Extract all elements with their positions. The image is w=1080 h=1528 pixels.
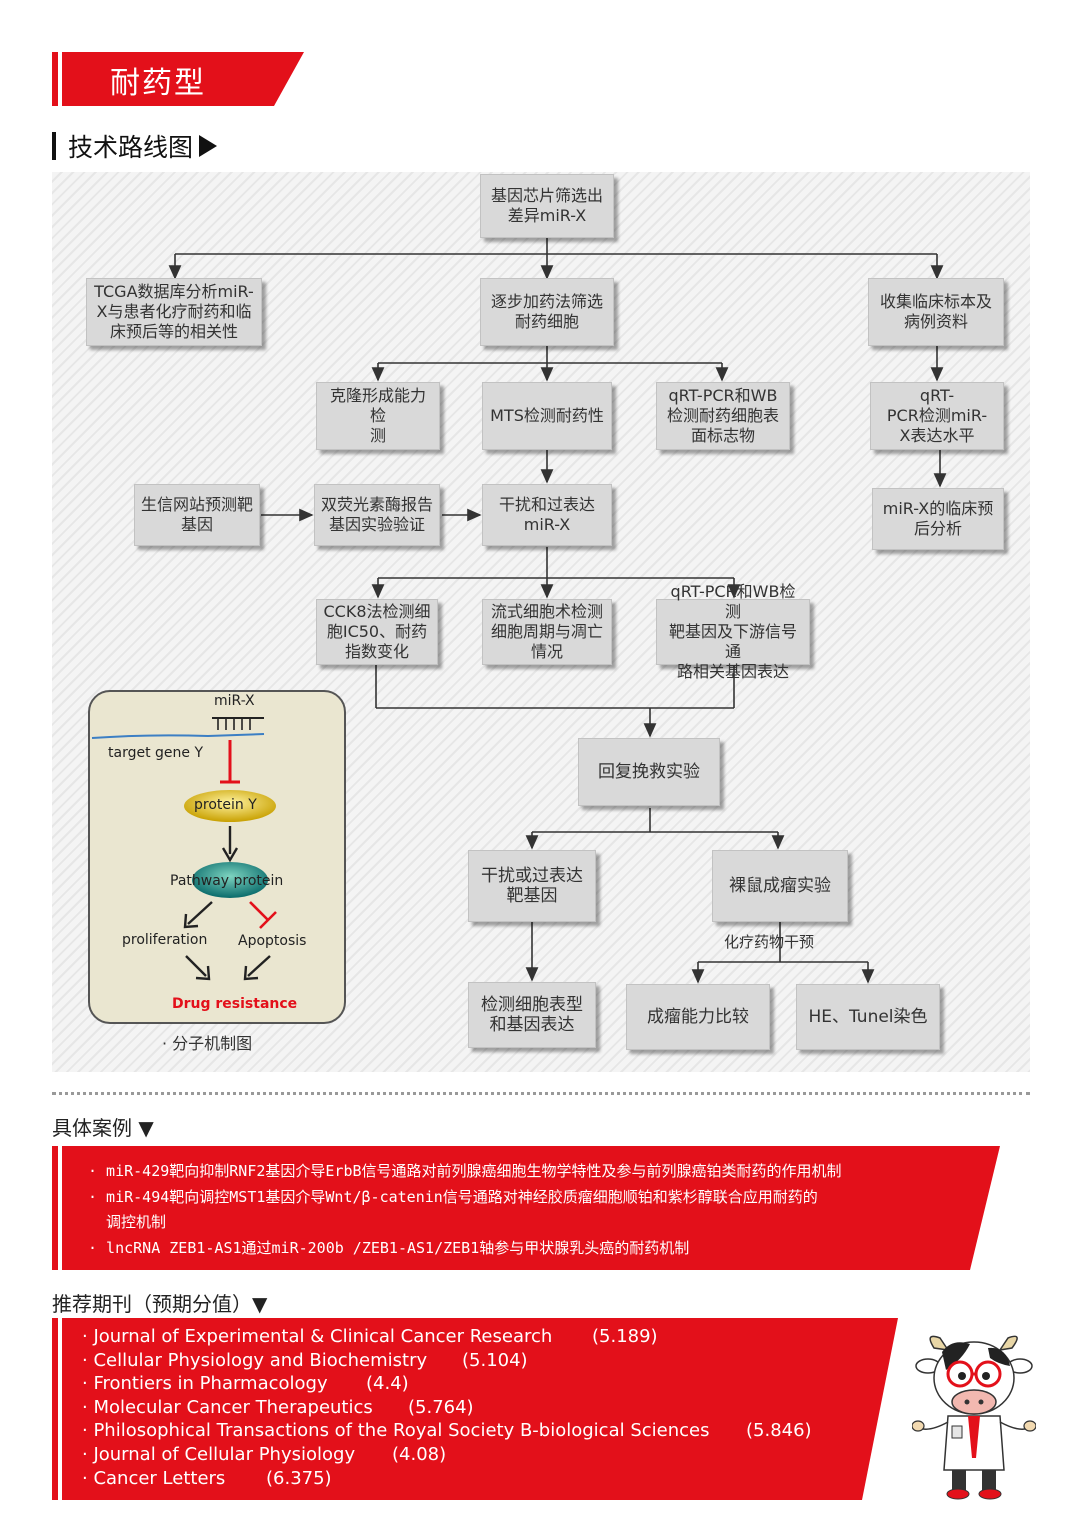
cases-heading: 具体案例 ▼ [52, 1116, 154, 1140]
journal-name: · Molecular Cancer Therapeutics [82, 1397, 373, 1418]
flow-box-bioinfo: 生信网站预测靶 基因 [134, 484, 260, 546]
flow-box-clone: 克隆形成能力检 测 [316, 382, 440, 450]
chemo-label: 化疗药物干预 [724, 933, 815, 951]
mascot-image [912, 1335, 1036, 1500]
case-item: · lncRNA ZEB1-AS1通过miR-200b /ZEB1-AS1/ZE… [88, 1239, 690, 1257]
divider [52, 1092, 1030, 1095]
journal-score: (4.4) [366, 1373, 409, 1394]
flow-box-nude: 裸鼠成瘤实验 [712, 850, 848, 922]
flow-box-collect: 收集临床标本及 病例资料 [868, 278, 1004, 346]
triangle-right-icon [199, 135, 218, 157]
flow-box-cck8: CCK8法检测细 胞IC50、耐药 指数变化 [316, 599, 438, 665]
apoptosis-label: Apoptosis [238, 933, 307, 949]
protein-label: protein Y [194, 797, 257, 813]
page-title: 耐药型 [110, 66, 206, 101]
journal-score: (5.104) [462, 1350, 528, 1371]
case-item: · miR-494靶向调控MST1基因介导Wnt/β-catenin信号通路对神… [88, 1188, 818, 1206]
mechanism-caption: · 分子机制图 [162, 1034, 253, 1053]
flow-box-he: HE、Tunel染色 [796, 984, 940, 1050]
journal-score: (5.764) [408, 1397, 474, 1418]
section-heading: 技术路线图 [52, 128, 218, 164]
journal-name: · Journal of Cellular Physiology [82, 1444, 356, 1465]
flow-box-luciferase: 双荧光素酶报告 基因实验验证 [314, 484, 440, 546]
flow-box-qrt-surface: qRT-PCR和WB 检测耐药细胞表 面标志物 [656, 382, 790, 450]
journal-score: (5.846) [746, 1420, 812, 1441]
flow-box-chip: 基因芯片筛选出 差异miR-X [480, 174, 614, 238]
journals-banner [52, 1318, 898, 1500]
mechanism-panel [88, 690, 346, 1024]
pathway-label: Pathway protein [170, 873, 284, 889]
section-title: 技术路线图 [68, 133, 194, 162]
flow-box-tcga: TCGA数据库分析miR- X与患者化疗耐药和临 床预后等的相关性 [86, 278, 262, 346]
target-gene-label: target gene Y [108, 745, 204, 761]
case-item: 调控机制 [88, 1213, 167, 1231]
flow-box-interfere: 干扰和过表达 miR-X [482, 484, 612, 546]
flow-box-rescue: 回复挽救实验 [578, 738, 720, 806]
resistance-label: Drug resistance [172, 996, 298, 1012]
flow-box-qrt-mir: qRT- PCR检测miR- X表达水平 [870, 382, 1004, 450]
journal-score: (5.189) [592, 1326, 658, 1347]
mir-label: miR-X [214, 693, 255, 709]
journal-name: · Philosophical Transactions of the Roya… [82, 1420, 710, 1441]
flow-box-mts: MTS检测耐药性 [482, 382, 612, 450]
flow-box-select: 逐步加药法筛选 耐药细胞 [480, 278, 614, 346]
flow-box-interfere-target: 干扰或过表达 靶基因 [468, 850, 596, 922]
flow-connectors [168, 238, 947, 984]
journal-name: · Journal of Experimental & Clinical Can… [82, 1326, 553, 1347]
flow-box-flowcyt: 流式细胞术检测 细胞周期与凋亡 情况 [482, 599, 612, 665]
journal-name: · Frontiers in Pharmacology [82, 1373, 328, 1394]
flow-box-prognosis: miR-X的临床预 后分析 [872, 488, 1004, 550]
journal-name: · Cancer Letters [82, 1468, 226, 1489]
mechanism-graphic [91, 717, 277, 981]
flow-box-phenotype: 检测细胞表型 和基因表达 [468, 982, 596, 1048]
journal-score: (6.375) [266, 1468, 332, 1489]
cases-banner [52, 1146, 1000, 1270]
heading-bar [52, 132, 56, 160]
title-banner [52, 52, 304, 106]
journal-name: · Cellular Physiology and Biochemistry [82, 1350, 428, 1371]
journal-score: (4.08) [392, 1444, 447, 1465]
flow-box-tumor: 成瘤能力比较 [626, 984, 770, 1050]
proliferation-label: proliferation [122, 932, 208, 948]
journals-heading: 推荐期刊（预期分值）▼ [52, 1292, 268, 1316]
case-item: · miR-429靶向抑制RNF2基因介导ErbB信号通路对前列腺癌细胞生物学特… [88, 1162, 842, 1180]
